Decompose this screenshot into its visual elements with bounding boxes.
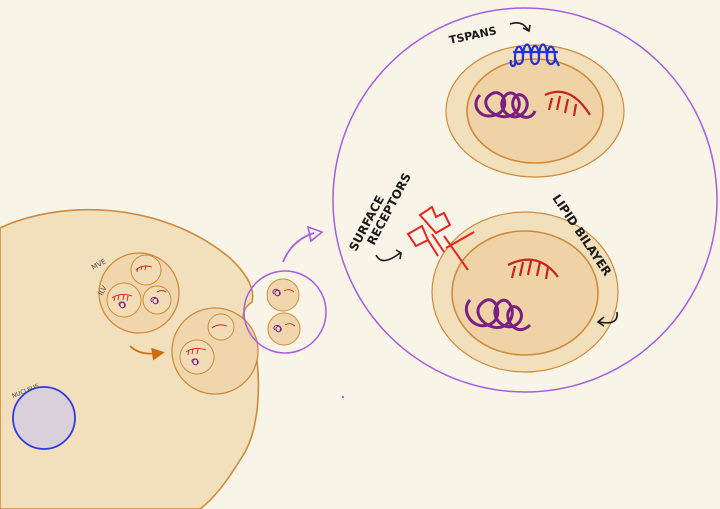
released-exosomes: [243, 270, 327, 354]
ilv: [207, 313, 235, 341]
exosome-detail-bottom: [406, 205, 619, 373]
curved-arrow-icon: [375, 249, 402, 262]
ilv: [179, 339, 215, 375]
curved-arrow-icon: [509, 22, 531, 33]
surface-receptor: [406, 205, 475, 271]
tspans-label: TSPANS: [448, 24, 498, 47]
ilv: [130, 254, 162, 286]
zoom-view: TSPANS SURFACE RECEPTORS LIPI: [332, 7, 718, 393]
dna-strand: [474, 91, 537, 119]
stray-dot: [342, 396, 344, 398]
mve: MVE ILV: [90, 252, 180, 334]
exosome: [267, 312, 301, 346]
arrow-right-icon: [129, 345, 165, 361]
fusing-mve: [171, 307, 259, 395]
arrow-up-right-icon: [282, 225, 324, 263]
exosome: [266, 278, 300, 312]
curved-arrow-icon: [596, 311, 618, 327]
rna-strand: [507, 258, 559, 280]
ilv: [106, 282, 142, 318]
rna-strand: [544, 90, 591, 117]
dna-strand: [464, 298, 532, 332]
ilv: [142, 285, 172, 315]
tspan-protein: [509, 43, 560, 68]
exosome-detail-top: TSPANS: [445, 22, 625, 178]
